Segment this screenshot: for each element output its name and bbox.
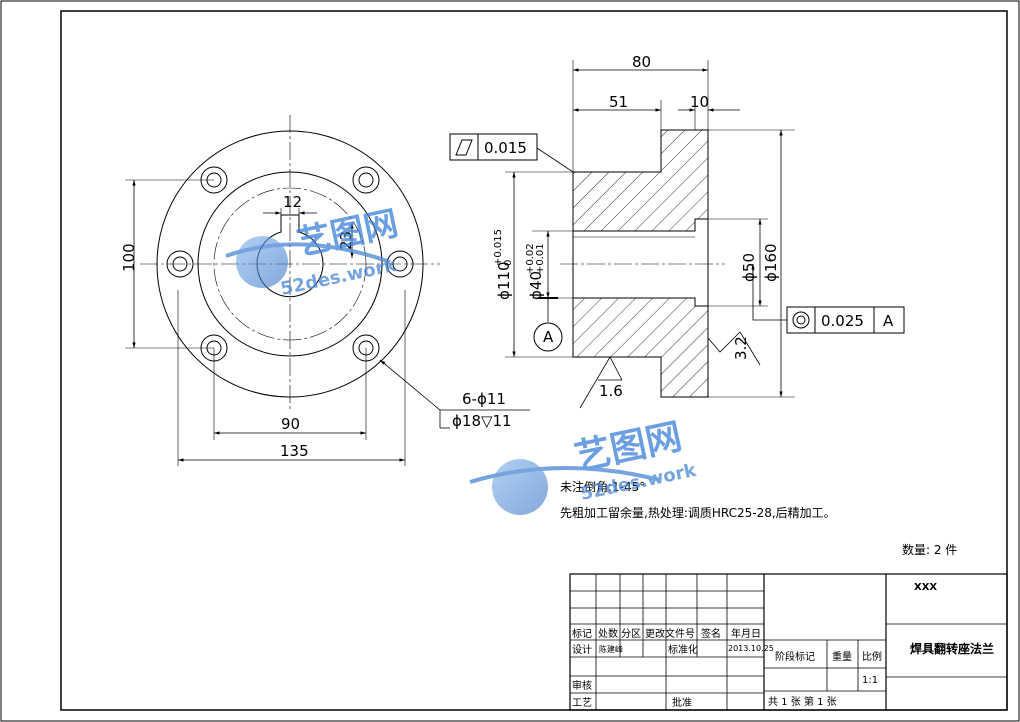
dim-bolt-vertical: 100 [120,243,138,272]
label-stage: 阶段标记 [775,650,815,663]
dim-key-width: 12 [283,193,302,211]
roughness-2: 3.2 [732,336,750,360]
dim-key-depth: 23 [337,231,355,250]
front-view [125,115,530,466]
watermark-1: 艺图网 52des.work [225,203,402,300]
quantity-label: 数量: 2 件 [902,542,957,557]
label-sign: 签名 [701,627,721,640]
design-date: 2013.10.25 [728,644,774,653]
dim-bore-tol-lower: +0.01 [535,243,546,274]
part-name: 焊具翻转座法兰 [910,641,994,656]
datum-label: A [543,328,554,346]
label-approve: 批准 [672,696,692,709]
dim-hub-tol-upper: +0.015 [493,229,504,266]
technical-notes: 未注倒角:1-45° 先粗加工留余量,热处理:调质HRC25-28,后精加工。 … [560,479,957,557]
label-scale: 比例 [862,650,882,663]
inner-border [60,10,1008,711]
designer-name: 陈建峰 [599,644,623,654]
hub-circle [197,171,383,357]
label-change-doc: 更改文件号 [645,627,695,640]
label-date: 年月日 [731,627,761,640]
label-weight: 重量 [832,650,852,663]
scale-value: 1:1 [862,675,878,686]
dim-bore-tol-upper: +0.02 [525,243,536,274]
title-block [569,573,1008,711]
label-standard: 标准化 [668,643,698,656]
hole-callout-counterbore: ϕ18▽11 [452,412,512,430]
note-heat-treatment: 先粗加工留余量,热处理:调质HRC25-28,后精加工。 [560,505,836,520]
company-name: XXX [914,582,937,593]
label-count: 处数 [598,627,618,640]
concentricity-tolerance: 0.025 [821,312,864,330]
dim-hub-tol-lower: 0 [503,260,514,266]
bolt-circle [213,187,367,341]
dim-flange-diameter: ϕ160 [762,243,780,282]
flange-outer-circle [156,130,424,398]
watermark-url: 52des.work [279,255,399,300]
dim-hub-length: 51 [609,93,628,111]
dim-outer-diameter: 135 [280,442,309,460]
concentricity-datum-ref: A [883,312,894,330]
watermark-2: 艺图网 52des.work [469,416,699,515]
dim-total-length: 80 [632,53,651,71]
label-review: 审核 [572,679,592,692]
sheet-count: 共 1 张 第 1 张 [768,695,837,708]
note-chamfer: 未注倒角:1-45° [560,479,645,494]
front-view-labels: 12 23 100 90 135 6-ϕ11 ϕ18▽11 [120,193,512,460]
label-zone: 分区 [621,628,641,640]
roughness-1: 1.6 [599,382,623,400]
section-view [449,60,905,409]
dim-hub-diameter: ϕ110 [495,261,513,300]
watermark-brand: 艺图网 [294,203,402,263]
flatness-tolerance: 0.015 [484,139,527,157]
title-block-text: XXX 焊具翻转座法兰 标记 处数 分区 更改文件号 签名 年月日 设计 陈建峰… [572,582,994,709]
label-mark: 标记 [572,628,592,640]
label-design: 设计 [572,643,592,656]
dim-bolt-horizontal: 90 [281,415,300,433]
hole-callout-count: 6-ϕ11 [462,390,506,408]
dim-flange-thickness: 10 [690,93,709,111]
section-view-labels: 80 51 10 ϕ110 +0.015 0 ϕ40 +0.02 +0.01 ϕ… [484,53,894,400]
dim-recess-diameter: ϕ50 [740,253,758,282]
label-process: 工艺 [572,697,592,709]
dim-bore-diameter: ϕ40 [527,271,545,300]
